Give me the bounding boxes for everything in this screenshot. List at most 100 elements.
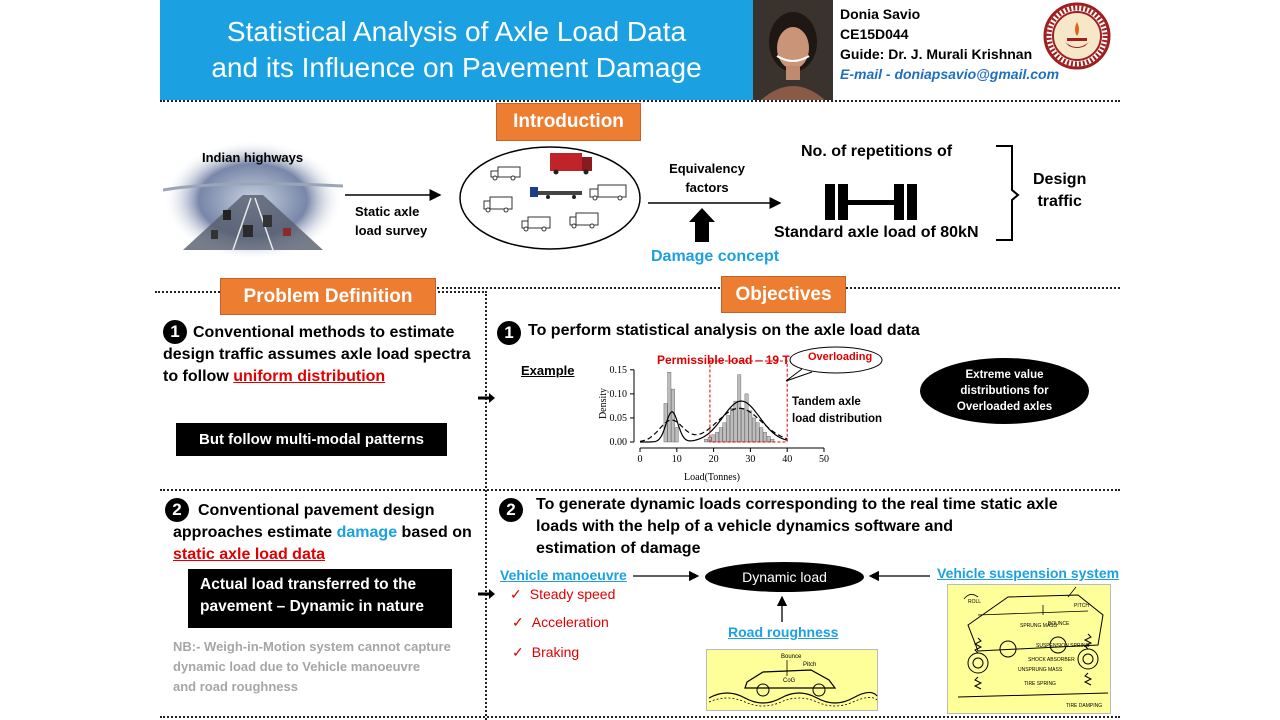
- uniform-distribution-text: uniform distribution: [233, 368, 386, 385]
- design-line-2: traffic: [1037, 193, 1082, 210]
- road-label-bounce: Bounce: [781, 654, 802, 660]
- objectives-heading: Objectives: [721, 276, 846, 313]
- histogram-bar-11: [729, 408, 734, 443]
- susp-label-unsprung: UNSPRUNG MASS: [1018, 667, 1063, 673]
- extreme-line-3: Overloaded axles: [956, 401, 1053, 413]
- extreme-line-1: Extreme value: [965, 369, 1044, 381]
- y-tick-label-0: 0.00: [610, 437, 628, 448]
- objective-2-number: 2: [499, 498, 523, 522]
- reference-density-curve: [639, 407, 788, 442]
- static-axle-text: static axle load data: [173, 546, 326, 563]
- manoeuvre-label-3: Braking: [531, 644, 580, 660]
- tandem-line-1: Tandem axle: [792, 396, 861, 408]
- guide-name: Guide: Dr. J. Murali Krishnan: [840, 46, 1033, 62]
- check-icon: ✓: [512, 644, 524, 660]
- dynamic-load-ellipse: Dynamic load: [705, 562, 864, 592]
- x-tick-label-1: 10: [672, 454, 682, 465]
- example-label: Example: [521, 363, 575, 378]
- problem-1-number: 1: [163, 320, 187, 344]
- title-line-1: Statistical Analysis of Axle Load Data: [226, 16, 687, 47]
- problem-2-text: Conventional pavement design approaches …: [173, 500, 483, 566]
- p2-line-2-pre: approaches estimate: [173, 524, 337, 541]
- author-photo: [753, 0, 833, 100]
- y-tick-label-1: 0.05: [610, 413, 628, 424]
- susp-label-shock: SHOCK ABSORBER: [1028, 657, 1075, 663]
- o2-line-1: To generate dynamic loads corresponding …: [536, 496, 1058, 513]
- objective-1-text: To perform statistical analysis on the a…: [528, 322, 920, 339]
- equivalency-label: Equivalency factors: [662, 159, 752, 197]
- check-icon: ✓: [512, 614, 524, 630]
- overloading-label: Overloading: [808, 351, 873, 363]
- road-label-pitch: Pitch: [803, 662, 816, 668]
- section-arrows: [478, 393, 495, 599]
- extreme-line-2: distributions for: [960, 385, 1049, 397]
- p2-line-2: approaches estimate damage based on: [173, 522, 483, 544]
- x-tick-label-3: 30: [745, 454, 755, 465]
- nb-line-3: and road roughness: [173, 679, 298, 694]
- indian-highways-label: Indian highways: [202, 150, 304, 165]
- design-traffic-label: Design traffic: [1033, 169, 1086, 213]
- histogram-bar-15: [744, 393, 749, 443]
- susp-label-pitch: PITCH: [1074, 603, 1089, 609]
- objective-1-number: 1: [497, 321, 521, 345]
- title-line-2: and its Influence on Pavement Damage: [211, 52, 702, 83]
- box-line-2: pavement – Dynamic in nature: [200, 598, 424, 615]
- histogram-bar-22: [770, 438, 775, 443]
- x-tick-label-0: 0: [638, 454, 643, 465]
- nb-line-2: dynamic load due to Vehicle manoeuvre: [173, 659, 421, 674]
- o2-line-2: loads with the help of a vehicle dynamic…: [536, 518, 953, 535]
- tandem-line-2: load distribution: [792, 413, 883, 425]
- divider-header: [160, 100, 1120, 102]
- manoeuvre-item-3: ✓ Braking: [512, 644, 579, 661]
- survey-label: Static axle load survey: [355, 202, 427, 240]
- damage-concept-label: Damage concept: [651, 248, 780, 265]
- equiv-line-1: Equivalency: [669, 161, 745, 176]
- introduction-heading: Introduction: [496, 103, 641, 141]
- vehicles-ellipse: [458, 145, 643, 251]
- vehicle-manoeuvre-link[interactable]: Vehicle manoeuvre: [500, 567, 627, 583]
- nb-note: NB:- Weigh-in-Motion system cannot captu…: [173, 637, 451, 697]
- author-id: CE15D044: [840, 26, 909, 42]
- author-email[interactable]: E-mail - doniapsavio@gmail.com: [840, 66, 1060, 82]
- p1-line-3-pre: to follow: [163, 368, 234, 385]
- x-tick-label-2: 20: [709, 454, 719, 465]
- standard-axle-label: Standard axle load of 80kN: [774, 224, 979, 241]
- design-line-1: Design: [1033, 171, 1087, 188]
- multimodal-box: But follow multi-modal patterns: [176, 423, 447, 456]
- susp-label-spring: SUSPENSION SPRING: [1036, 643, 1089, 649]
- manoeuvre-label-1: Steady speed: [529, 586, 616, 602]
- overloading-callout: [785, 346, 883, 382]
- histogram-bar-19: [759, 427, 764, 443]
- road-roughness-link[interactable]: Road roughness: [728, 624, 839, 640]
- problem-2-number: 2: [165, 498, 189, 522]
- equiv-line-2: factors: [685, 180, 729, 195]
- problem-1-text: Conventional methods to estimate design …: [163, 322, 481, 388]
- p1-line-2: design traffic assumes axle load spectra: [163, 346, 471, 363]
- histogram-bar-1: [667, 372, 672, 443]
- p2-line-2-post: based on: [397, 524, 472, 541]
- p2-line-1: Conventional pavement design: [198, 502, 435, 519]
- susp-label-tire-spring: TIRE SPRING: [1024, 681, 1056, 687]
- survey-line-1: Static axle: [355, 204, 420, 219]
- fitted-density-curve: [640, 400, 788, 443]
- vehicle-suspension-link[interactable]: Vehicle suspension system: [937, 565, 1120, 581]
- nb-line-1: NB:- Weigh-in-Motion system cannot captu…: [173, 639, 451, 654]
- survey-line-2: load survey: [355, 223, 428, 238]
- box-line-1: Actual load transferred to the: [200, 576, 417, 593]
- check-icon: ✓: [510, 586, 522, 602]
- extreme-value-ellipse: Extreme value distributions for Overload…: [920, 358, 1089, 424]
- histogram-bar-12: [733, 400, 738, 443]
- manoeuvre-item-1: ✓ Steady speed: [510, 586, 615, 603]
- damage-text: damage: [336, 524, 398, 541]
- divider-vertical: [485, 291, 487, 720]
- susp-label-roll: ROLL: [968, 599, 981, 605]
- permissible-load-box: [709, 360, 788, 443]
- objective-2-text: To generate dynamic loads corresponding …: [536, 494, 1058, 560]
- susp-label-bounce: BOUNCE: [1048, 621, 1070, 627]
- y-tick-label-2: 0.10: [610, 389, 628, 400]
- suspension-system-image: ROLL PITCH SPRUNG MASS BOUNCE SUSPENSION…: [947, 584, 1111, 714]
- histogram-bar-8: [718, 427, 723, 443]
